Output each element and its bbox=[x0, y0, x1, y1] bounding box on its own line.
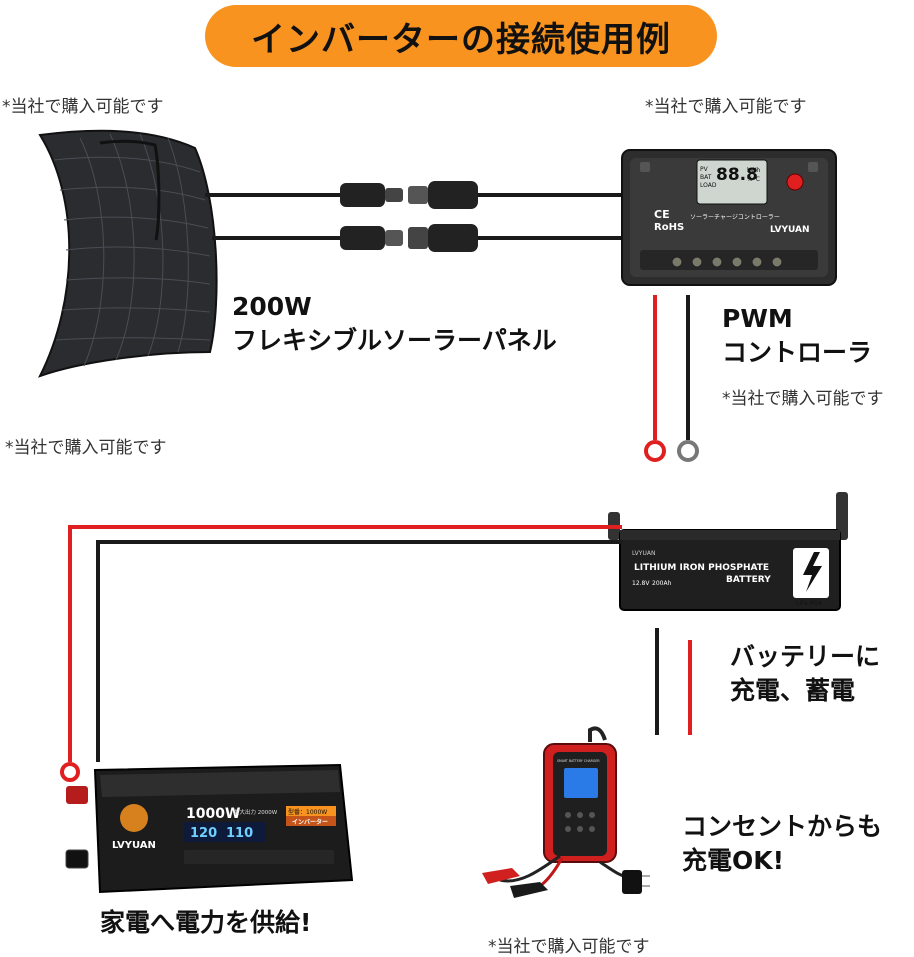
inverter-brand: LVYUAN bbox=[112, 840, 156, 851]
controller-label: PWM コントローラ bbox=[722, 302, 872, 370]
ctrl-button-icon bbox=[786, 173, 804, 191]
ctrl-units-bottom: %°C bbox=[747, 176, 760, 183]
panel-label-line1: 200W bbox=[232, 292, 312, 321]
note-battery-available: *当社で購入可能です bbox=[722, 389, 884, 409]
charger-label: コンセントからも 充電OK! bbox=[682, 810, 882, 878]
inverter-display-v2: 110 bbox=[226, 826, 253, 841]
brand-logo-icon bbox=[120, 804, 148, 832]
ctrl-row-pv: PV bbox=[700, 166, 709, 173]
battery-spec2: 200Ah bbox=[652, 580, 672, 587]
battery-chem: LiFe PO4 bbox=[796, 600, 822, 607]
panel-label-line2: フレキシブルソーラーパネル bbox=[232, 325, 557, 355]
inverter-model: 型番：1000W bbox=[288, 808, 327, 816]
controller-label-line1: PWM bbox=[722, 304, 793, 333]
charger-label-line1: コンセントからも bbox=[682, 812, 883, 841]
inverter-display-v1: 120 bbox=[190, 826, 217, 841]
controller-image: PV BAT LOAD 88.8 kWh %°C CE RoHS ソーラーチャー… bbox=[621, 149, 837, 286]
ctrl-units-top: kWh bbox=[747, 167, 760, 174]
page-title: インバーターの接続使用例 bbox=[251, 19, 671, 60]
ctrl-brand: LVYUAN bbox=[770, 225, 810, 235]
battery-spec1: 12.8V bbox=[632, 580, 650, 587]
controller-battery-wires bbox=[644, 295, 699, 462]
note-controller-available: *当社で購入可能です bbox=[645, 97, 807, 117]
solar-panel-image bbox=[38, 129, 218, 378]
battery-line2: BATTERY bbox=[726, 575, 771, 585]
inverter-sub: 最大出力 2000W bbox=[234, 808, 278, 816]
charger-image: SMART BATTERY CHARGER bbox=[482, 726, 650, 898]
battery-label: バッテリーに 充電、蓄電 bbox=[730, 640, 880, 708]
ctrl-product-name: ソーラーチャージコントローラー bbox=[690, 214, 780, 221]
black-clamp-icon bbox=[510, 882, 548, 898]
ctrl-row-bat: BAT bbox=[700, 174, 712, 181]
ring-terminal-icon bbox=[644, 440, 666, 462]
terminal-icon bbox=[771, 256, 783, 268]
inverter-tag: インバーター bbox=[292, 818, 328, 826]
red-clamp-icon bbox=[482, 868, 520, 884]
battery-image: LVYUAN LITHIUM IRON PHOSPHATE BATTERY 12… bbox=[608, 492, 848, 611]
panel-label: 200W フレキシブルソーラーパネル bbox=[232, 290, 557, 358]
battery-label-line1: バッテリーに bbox=[730, 642, 881, 671]
negative-terminal-icon bbox=[65, 849, 89, 869]
inverter-image: LVYUAN 1000W 最大出力 2000W 120 110 型番：1000W… bbox=[65, 763, 354, 894]
terminal-icon bbox=[691, 256, 703, 268]
inverter-label: 家電へ電力を供給! bbox=[100, 908, 312, 937]
note-charger-available: *当社で購入可能です bbox=[488, 937, 650, 957]
title-banner: インバーターの接続使用例 bbox=[205, 5, 717, 67]
battery-line1: LITHIUM IRON PHOSPHATE bbox=[634, 563, 769, 573]
charger-label-line2: 充電OK! bbox=[682, 845, 785, 875]
terminal-icon bbox=[711, 256, 723, 268]
inverter-power: 1000W bbox=[186, 806, 240, 822]
note-panel-available: *当社で購入可能です bbox=[2, 97, 164, 117]
ring-terminal-icon bbox=[60, 762, 80, 782]
battery-inverter-wires bbox=[60, 525, 622, 782]
pv-cable-upper bbox=[205, 181, 628, 209]
lightning-bolt-icon bbox=[803, 552, 822, 592]
ctrl-display-value: 88.8 bbox=[716, 165, 758, 185]
battery-label-line2: 充電、蓄電 bbox=[730, 675, 856, 705]
plug-icon bbox=[622, 870, 642, 894]
pv-cable-lower bbox=[212, 224, 628, 252]
terminal-icon bbox=[751, 256, 763, 268]
terminal-icon bbox=[731, 256, 743, 268]
ring-terminal-icon bbox=[677, 440, 699, 462]
ctrl-rohs: RoHS bbox=[654, 222, 684, 233]
positive-terminal-icon bbox=[66, 786, 88, 804]
charger-top-text: SMART BATTERY CHARGER bbox=[557, 759, 600, 763]
note-inverter-available: *当社で購入可能です bbox=[5, 438, 167, 458]
ctrl-ce: CE bbox=[654, 208, 670, 221]
battery-charger-wires bbox=[655, 628, 692, 735]
ctrl-row-load: LOAD bbox=[700, 182, 717, 189]
controller-label-line2: コントローラ bbox=[722, 337, 873, 367]
battery-brand: LVYUAN bbox=[632, 550, 655, 557]
terminal-icon bbox=[671, 256, 683, 268]
